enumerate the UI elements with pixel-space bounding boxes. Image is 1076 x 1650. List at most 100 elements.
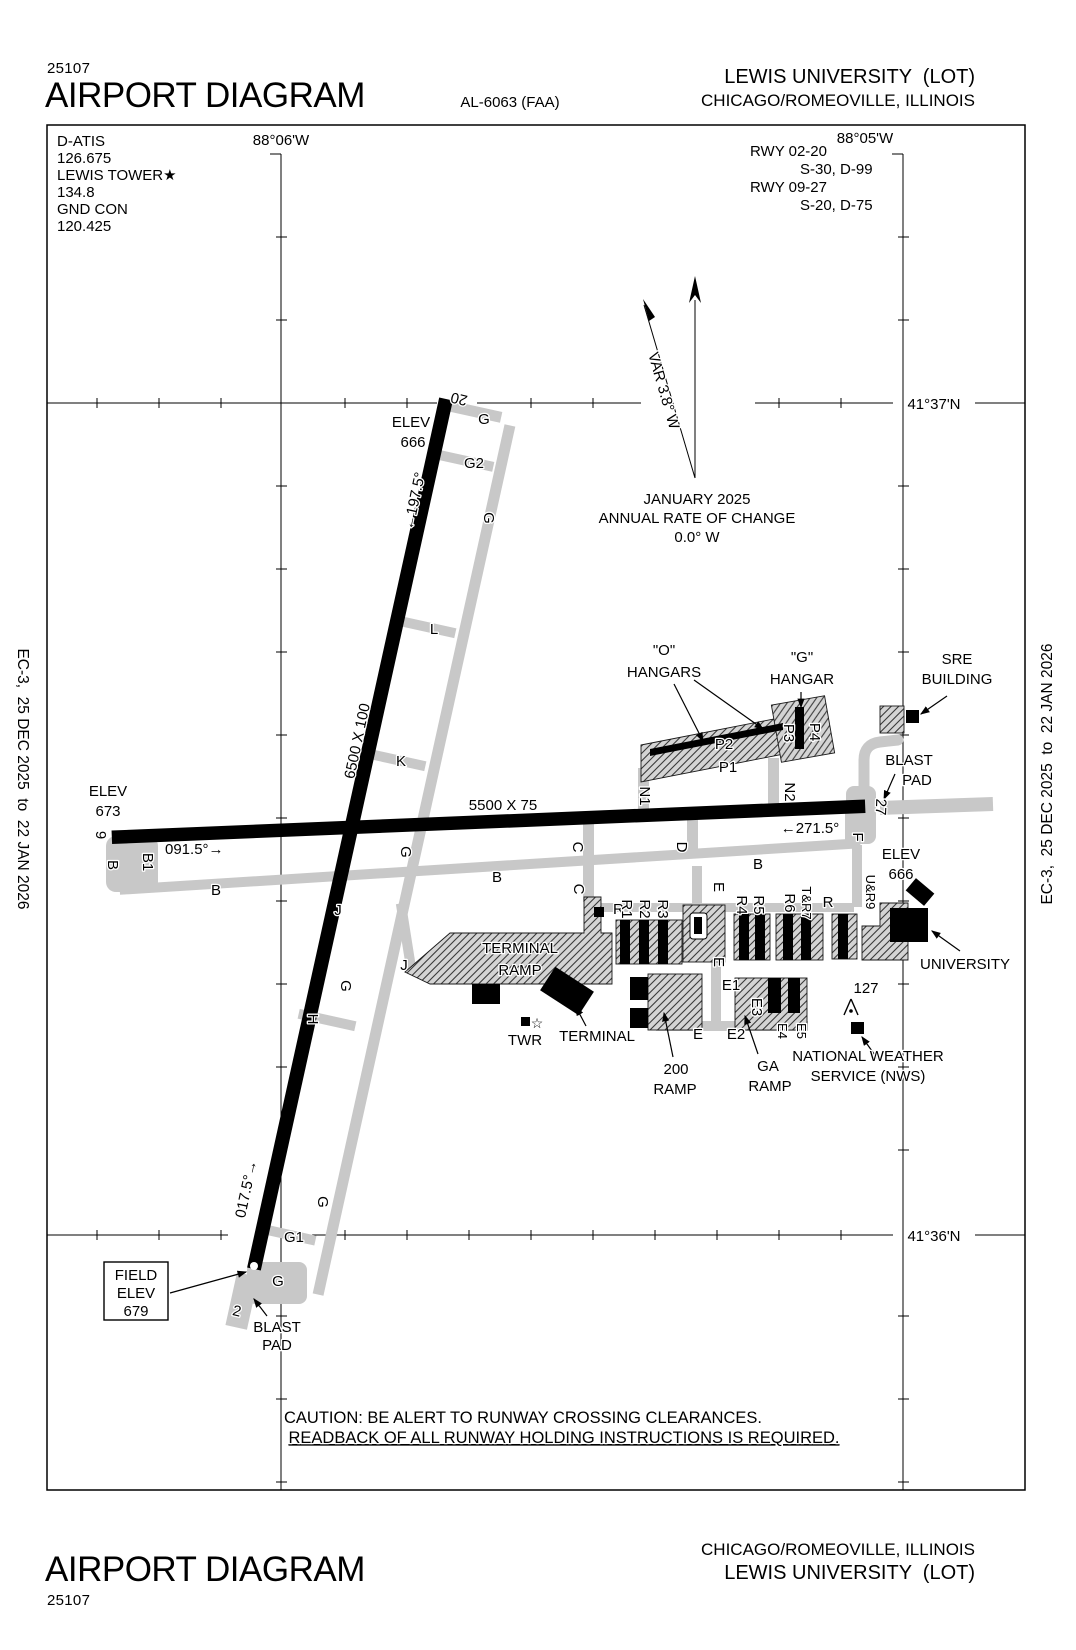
label-ground: GND CON — [57, 201, 128, 218]
chart-border — [46, 124, 1026, 1491]
taxiway-n2-stub — [768, 758, 779, 810]
taxiway-j-stub — [395, 902, 417, 970]
label-blast-pad-sw-1: BLAST — [253, 1319, 301, 1336]
label-hangar-u-r9: U&R9 — [863, 875, 878, 910]
label-lon-west: 88°06'W — [253, 132, 310, 149]
label-taxiway-g2: G2 — [464, 455, 484, 472]
airport-name-bottom: LEWIS UNIVERSITY (LOT) — [724, 1562, 975, 1584]
label-rwy-09-27: RWY 09-27 — [750, 179, 827, 196]
taxiway-e1-stub — [711, 952, 721, 1030]
label-g-hangar-1: "G" — [791, 649, 813, 666]
label-taxiway-c-1: C — [569, 842, 586, 853]
arrow-terminal — [575, 1005, 587, 1027]
label-nws-1: NATIONAL WEATHER — [792, 1048, 944, 1065]
label-rwy-0927-dim: 5500 X 75 — [469, 797, 537, 814]
label-taxilane-r-2: R — [823, 894, 834, 911]
label-o-hangars-2: HANGARS — [627, 664, 701, 681]
label-taxiway-g-3: G — [397, 846, 414, 858]
label-hangar-r3: R3 — [654, 899, 671, 918]
label-taxiway-j-2: J — [400, 957, 408, 974]
value-elev-27: 666 — [888, 866, 913, 883]
arrow-o-hangars-2 — [693, 679, 764, 730]
taxiway-e-lane — [656, 1021, 808, 1031]
label-ga-ramp-2: RAMP — [748, 1078, 791, 1095]
label-variation-date: JANUARY 2025 — [643, 491, 750, 508]
label-taxiway-p2: P2 — [715, 736, 733, 753]
value-elev-20: 666 — [400, 434, 425, 451]
label-sre-2: BUILDING — [922, 671, 993, 688]
taxiway-b-pavement — [119, 838, 861, 895]
label-taxiway-j-1: J — [334, 902, 342, 919]
taxiway-b1-stub — [142, 840, 153, 888]
label-taxiway-e2: E2 — [727, 1026, 745, 1043]
label-hdg-091: 091.5°→ — [165, 841, 224, 858]
label-taxiway-c-2: C — [570, 884, 587, 895]
label-taxiway-e1: E1 — [722, 977, 740, 994]
label-taxiway-b1: B1 — [139, 853, 156, 871]
label-taxiway-g-1: G — [478, 411, 490, 428]
label-taxiway-b-2: B — [211, 882, 221, 899]
taxilane-r — [598, 903, 854, 912]
label-taxiway-g1: G1 — [284, 1229, 304, 1246]
arrow-university — [931, 930, 961, 952]
label-terminal-ramp-2: RAMP — [498, 962, 541, 979]
runways — [111, 397, 866, 1271]
arrow-o-hangars-1 — [673, 683, 704, 743]
label-blast-pad-e-2: PAD — [902, 772, 932, 789]
value-field-elev: 679 — [123, 1303, 148, 1320]
label-taxiway-k: K — [396, 753, 406, 770]
label-hdg-271: ←271.5° — [781, 820, 840, 837]
label-taxiway-f: F — [849, 832, 866, 841]
magnetic-north-arrow-icon — [643, 299, 655, 321]
buildings — [472, 707, 935, 1034]
label-university: UNIVERSITY — [920, 956, 1010, 973]
label-taxiway-h: H — [304, 1014, 321, 1025]
value-tower-freq: 134.8 — [57, 184, 95, 201]
label-taxiway-p1: P1 — [719, 759, 737, 776]
label-taxiway-e-2: E — [710, 957, 727, 967]
runway2-threshold-dot — [250, 1262, 258, 1270]
label-lat-south: 41°36'N — [907, 1228, 960, 1245]
label-taxiway-g-4: G — [337, 980, 354, 992]
airport-beacon-icon — [843, 998, 859, 1016]
label-hangar-r4: R4 — [733, 895, 750, 914]
label-ga-ramp-1: GA — [757, 1058, 779, 1075]
label-elev-20: ELEV — [392, 414, 430, 431]
value-rwy-02-20-strength: S-30, D-99 — [800, 161, 873, 178]
label-terminal: TERMINAL — [559, 1028, 635, 1045]
blast-pad-rwy27 — [879, 797, 994, 815]
label-taxiway-p3: P3 — [780, 724, 797, 742]
terminal-building — [540, 966, 594, 1016]
graticule — [47, 153, 1025, 1490]
label-field-elev-1: FIELD — [115, 1267, 158, 1284]
taxiway-n1-stub — [638, 768, 649, 818]
arrow-200-ramp — [662, 1011, 674, 1058]
label-taxiway-e-1: E — [710, 882, 727, 892]
label-taxiway-b-4: B — [753, 856, 763, 873]
arrow-sre — [920, 695, 948, 715]
label-nws-2: SERVICE (NWS) — [811, 1068, 926, 1085]
tower-building — [521, 1017, 530, 1026]
taxiway-to-sre — [858, 734, 904, 807]
label-rwy-end-20: 20 — [449, 388, 469, 408]
label-taxiway-l: L — [430, 621, 438, 638]
sre-building — [906, 710, 919, 723]
label-blast-pad-sw-2: PAD — [262, 1337, 292, 1354]
o-hangar-building — [650, 723, 783, 756]
value-datis-freq: 126.675 — [57, 150, 111, 167]
label-lat-north: 41°37'N — [907, 396, 960, 413]
value-rwy-09-27-strength: S-20, D-75 — [800, 197, 873, 214]
label-rwy-02-20: RWY 02-20 — [750, 143, 827, 160]
taxiways — [106, 398, 994, 1330]
page-title-top: AIRPORT DIAGRAM — [45, 76, 365, 115]
taxiway-g-pavement — [312, 424, 516, 1296]
label-rate-of-change-2: 0.0° W — [674, 529, 720, 546]
caution-line-2: READBACK OF ALL RUNWAY HOLDING INSTRUCTI… — [288, 1429, 839, 1447]
label-taxilane-r-1: R — [613, 901, 624, 918]
label-taxiway-e5: E5 — [794, 1023, 809, 1039]
label-hangar-r5: R5 — [750, 895, 767, 914]
label-field-elev-2: ELEV — [117, 1285, 155, 1302]
label-twr: TWR — [508, 1032, 542, 1049]
ramp-200-area — [647, 973, 703, 1031]
runway2-end-pavement — [247, 1262, 307, 1304]
